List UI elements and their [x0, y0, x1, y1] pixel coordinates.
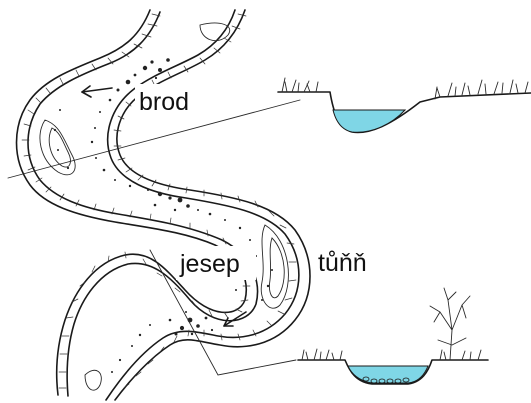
label-point-bar: jesep	[179, 250, 240, 278]
cross-section-pool	[298, 288, 488, 384]
pool-bush	[430, 288, 470, 360]
river-channel	[8, 10, 310, 400]
label-pool: tůňň	[318, 249, 367, 277]
riffle-grass-left	[282, 78, 318, 92]
cross-section-riffle	[278, 78, 531, 132]
left-bank-inner	[28, 12, 258, 396]
flow-arrows	[82, 86, 246, 326]
pool-grass-right	[440, 350, 481, 360]
label-riffle: brod	[139, 88, 189, 116]
riffle-ground-line	[278, 92, 531, 132]
riffle-water-fill	[333, 110, 405, 132]
pool-grass-left	[302, 349, 342, 360]
left-bank-hatching	[22, 14, 250, 388]
